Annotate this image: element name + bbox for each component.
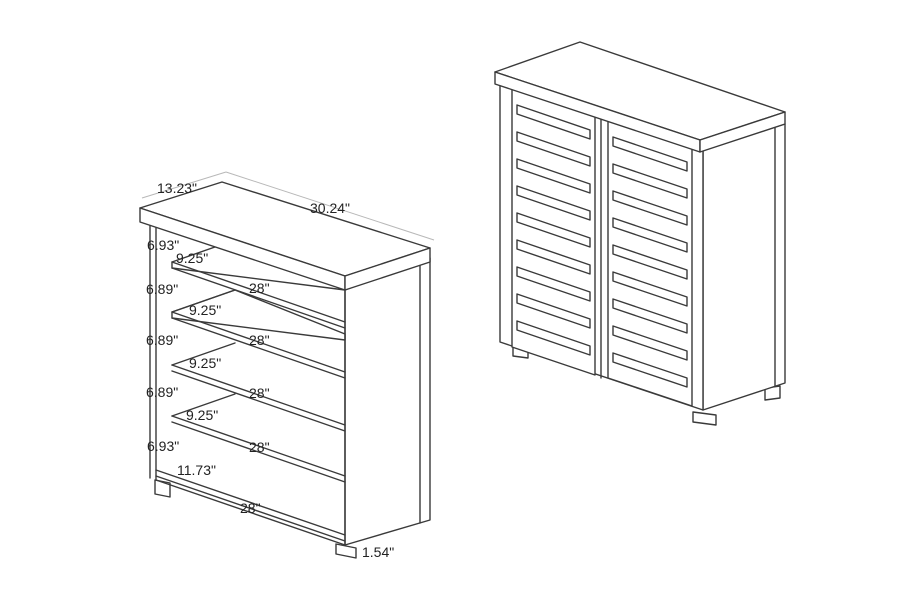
dim-gap-4: 6.89" bbox=[146, 384, 178, 400]
dim-gap-1: 6.93" bbox=[147, 237, 179, 253]
shelf-2 bbox=[171, 289, 346, 379]
closed-side-panel bbox=[702, 123, 786, 411]
bottom-panel-front bbox=[155, 469, 346, 536]
dim-gap-3: 6.89" bbox=[146, 332, 178, 348]
shelf-3 bbox=[171, 342, 346, 432]
dim-width-top: 30.24" bbox=[310, 200, 350, 216]
open-cabinet bbox=[139, 171, 435, 559]
dim-gap-5: 6.93" bbox=[147, 438, 179, 454]
closed-top-side bbox=[699, 111, 786, 153]
dim-shelf-depth-3: 9.25" bbox=[189, 355, 221, 371]
dim-bottom-width: 28" bbox=[240, 500, 261, 516]
dim-shelf-width-3: 28" bbox=[249, 385, 270, 401]
inner-back-left bbox=[155, 479, 346, 546]
left-door-louvers bbox=[516, 104, 591, 356]
dim-depth-top: 13.23" bbox=[157, 180, 197, 196]
dim-shelf-width-4: 28" bbox=[249, 439, 270, 455]
dim-gap-2: 6.89" bbox=[146, 281, 178, 297]
width-dimension-line bbox=[225, 171, 435, 241]
dim-shelf-width-1: 28" bbox=[249, 280, 270, 296]
dim-shelf-depth-4: 9.25" bbox=[186, 407, 218, 423]
right-door-louvers bbox=[612, 136, 688, 388]
dim-foot-height: 1.54" bbox=[362, 544, 394, 560]
right-front-foot bbox=[335, 543, 357, 559]
side-panel bbox=[344, 257, 431, 546]
dimension-labels: 13.23" 30.24" 6.93" 9.25" 6.89" 28" 9.25… bbox=[146, 180, 394, 560]
dim-bottom-depth: 11.73" bbox=[177, 462, 216, 478]
dim-shelf-depth-2: 9.25" bbox=[189, 302, 221, 318]
top-panel-side bbox=[344, 247, 431, 291]
bottom-panel-back bbox=[155, 475, 346, 542]
closed-foot-front bbox=[692, 411, 717, 426]
dim-shelf-depth-1: 9.25" bbox=[176, 250, 208, 266]
depth-dimension-line bbox=[141, 171, 227, 199]
closed-cabinet bbox=[494, 41, 786, 426]
shelf-4 bbox=[171, 393, 346, 483]
dim-shelf-width-2: 28" bbox=[249, 332, 270, 348]
